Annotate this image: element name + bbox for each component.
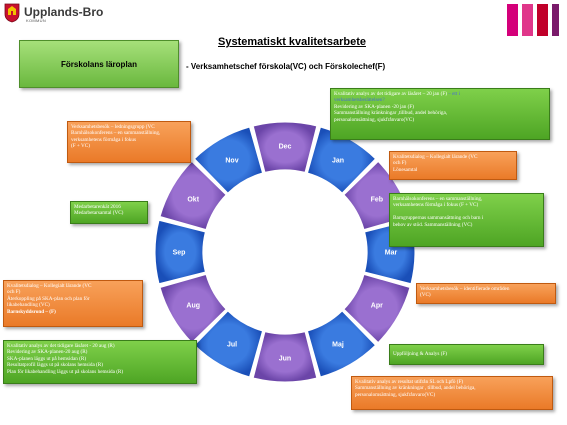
month-segment-nov xyxy=(193,126,264,195)
note-mar-line: Barngruppernas sammansättning och barn i xyxy=(393,215,484,222)
month-label-sep: Sep xyxy=(173,250,186,257)
month-label-aug: Aug xyxy=(186,303,200,310)
note-okt-line: Medarbetarenkät 2016 xyxy=(74,204,121,210)
note-sep-line: Kvalitetsdialog – Kollegialt lärande (VC xyxy=(7,283,92,289)
month-label-dec: Dec xyxy=(279,144,292,151)
note-aug-line: Plan för likabehandling läggs ut på skol… xyxy=(7,368,124,375)
note-jan-line: Kvalitativ analys av det tidigare av läs… xyxy=(334,91,461,97)
logo: Upplands-Bro KOMMUN xyxy=(0,0,110,30)
note-feb-line: och F) xyxy=(393,160,407,167)
note-sep-line: Barnskyddsrond – (F) xyxy=(7,308,56,315)
page-title: Systematiskt kvalitetsarbete xyxy=(218,36,366,48)
note-jan-line: Sammanställning kränkningar ,tillbud, an… xyxy=(334,110,448,117)
note-nov: Verksamhetsbesök – ledningsgrupp (VC Bar… xyxy=(67,121,191,163)
note-nov-line: Verksamhetsbesök – ledningsgrupp (VC xyxy=(71,124,155,130)
note-sep-line: likabehandling (VC) xyxy=(7,302,50,309)
month-label-jul: Jul xyxy=(227,341,237,348)
note-mar-line: behov av stöd. Sammanställning (VC) xyxy=(393,221,473,228)
note-feb: Kvalitetsdialog – Kollegialt lärande (VC… xyxy=(389,151,517,180)
month-label-feb: Feb xyxy=(371,197,383,204)
laroplan-label: Förskolans läroplan xyxy=(60,59,138,69)
note-feb-line: Lönesamtal xyxy=(393,166,418,173)
month-segment-maj xyxy=(306,309,377,378)
note-aug-line: Kvalitativ analys av det tidigare läsåre… xyxy=(7,343,115,349)
month-label-maj: Maj xyxy=(332,341,344,348)
brand-bar-pink xyxy=(522,4,533,36)
month-segment-okt xyxy=(159,160,228,231)
coat-of-arms-icon xyxy=(4,3,20,23)
note-nov-line: verksamhetens förmåga i fokus xyxy=(71,136,136,143)
note-jun: Kvalitativ analys av resultat utifrån SL… xyxy=(351,376,553,410)
note-jan: Kvalitativ analys av det tidigare av läs… xyxy=(330,88,550,140)
note-aug: Kvalitativ analys av det tidigare läsåre… xyxy=(3,340,197,384)
month-label-apr: Apr xyxy=(371,303,383,310)
note-aug-line: SKA-planen läggs ut på hemsidan (R) xyxy=(7,355,87,362)
month-segment-sep xyxy=(154,219,207,285)
month-label-nov: Nov xyxy=(225,158,238,165)
month-segment-dec xyxy=(252,121,318,174)
note-jan-line: verksamhetsberättelsen? xyxy=(334,97,385,104)
month-segment-apr xyxy=(342,273,411,344)
note-jan-line: personalomsättning, sjukfrånvaro(VC) xyxy=(334,116,415,123)
note-nov-line: (F + VC) xyxy=(71,143,90,150)
note-sep: Kvalitetsdialog – Kollegialt lärande (VC… xyxy=(3,280,143,327)
note-maj-line: Uppföljning & Analys (F) xyxy=(393,351,448,358)
note-jun-line: Kvalitativ analys av resultat utifrån SL… xyxy=(355,379,464,385)
month-label-jan: Jan xyxy=(332,158,344,165)
brand-bar-purple xyxy=(552,4,559,36)
note-maj: Uppföljning & Analys (F) xyxy=(389,344,544,365)
logo-text: Upplands-Bro xyxy=(24,5,104,19)
note-apr: Verksamhetsbesök – identifierade områden… xyxy=(416,283,556,304)
note-jun-line: personalomsättning, sjukfrånvaro(VC) xyxy=(355,391,436,398)
note-feb-line: Kvalitetsdialog – Kollegialt lärande (VC xyxy=(393,154,478,160)
note-nov-line: Barnhälsokonferens – en sammanställning, xyxy=(71,130,161,137)
note-mar-line: Barnhälsokonferens – en sammanställning, xyxy=(393,196,483,202)
note-jan-line: Revidering av SKA-planen -20 jan (F) xyxy=(334,103,414,110)
month-segment-jun xyxy=(252,330,318,383)
month-segment-aug xyxy=(159,273,228,344)
note-aug-line: Resultatprofil läggs ut på skolans hemsi… xyxy=(7,362,103,369)
laroplan-box: Förskolans läroplan xyxy=(19,40,179,88)
brand-bar-magenta xyxy=(507,4,518,36)
logo-subtext: KOMMUN xyxy=(26,18,47,23)
page-subtitle: - Verksamhetschef förskola(VC) och Försk… xyxy=(186,62,386,71)
note-okt-line: Medarbetarsamtal (VC) xyxy=(74,210,124,217)
note-apr-line: (VC) xyxy=(420,292,431,299)
note-apr-line: Verksamhetsbesök – identifierade områden xyxy=(420,286,510,292)
note-mar: Barnhälsokonferens – en sammanställning,… xyxy=(389,193,544,247)
note-aug-line: Revidering av SKA-planen-20 aug (R) xyxy=(7,349,88,356)
month-label-mar: Mar xyxy=(385,250,398,257)
note-mar-line: verksamhetens förmåga i fokus (F + VC) xyxy=(393,202,479,209)
brand-bars xyxy=(507,4,559,36)
note-jun-line: Sammanställning av kränkningar , tillbud… xyxy=(355,385,476,392)
month-segment-jul xyxy=(193,309,264,378)
note-okt: Medarbetarenkät 2016 Medarbetarsamtal (V… xyxy=(70,201,148,224)
brand-bar-red xyxy=(537,4,548,36)
month-label-okt: Okt xyxy=(187,197,199,204)
note-sep-line: och F) xyxy=(7,289,21,296)
month-label-jun: Jun xyxy=(279,356,291,363)
note-sep-line: Återkoppling på SKA-plan och plan för xyxy=(7,295,90,302)
